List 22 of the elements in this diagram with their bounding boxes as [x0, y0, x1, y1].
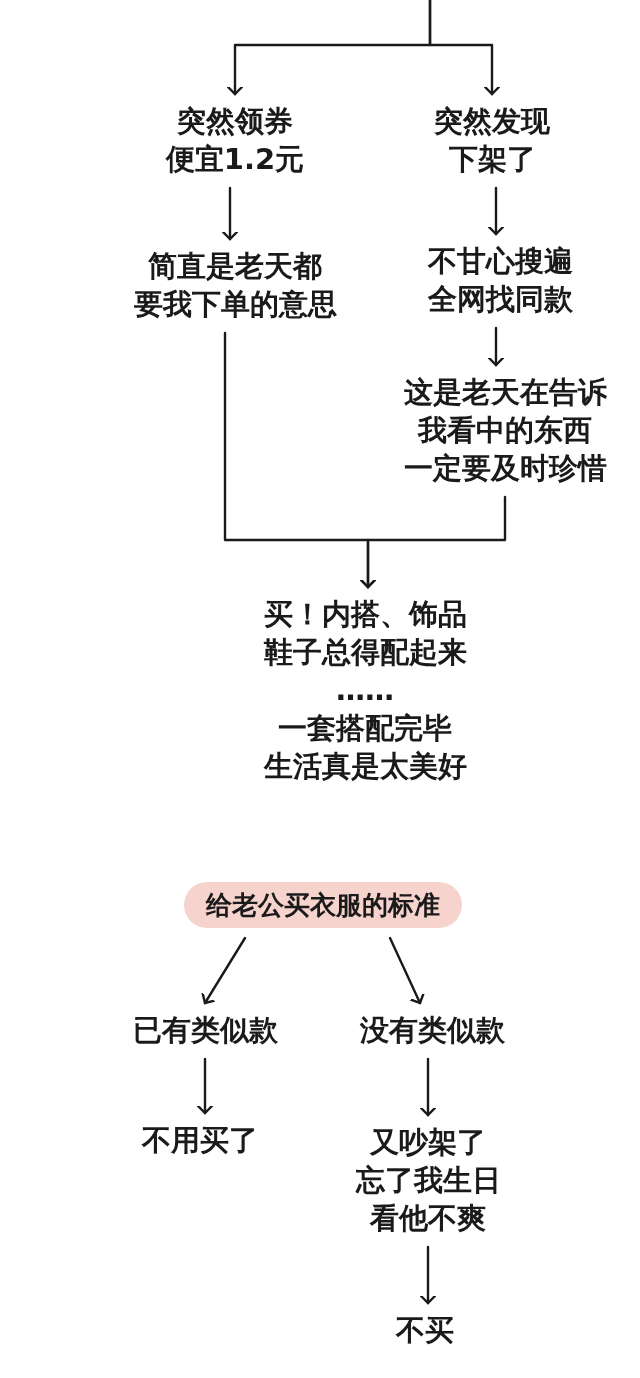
- flow-step-text: 不买: [396, 1311, 454, 1349]
- flow-step-text: 没有类似款: [359, 1011, 505, 1049]
- arrow: [419, 1057, 437, 1117]
- flow-step-text: 这是老天在告诉我看中的东西一定要及时珍惜: [403, 373, 607, 487]
- flow-step-text: 突然发现下架了: [434, 102, 550, 178]
- arrow: [487, 326, 505, 367]
- arrow: [221, 186, 239, 241]
- flow-step-text: 不用买了: [142, 1121, 258, 1159]
- arrow: [487, 186, 505, 236]
- heading-pill: 给老公买衣服的标准: [184, 882, 462, 928]
- flow-step-text: 又吵架了忘了我生日看他不爽: [355, 1123, 501, 1237]
- arrow: [419, 1245, 437, 1305]
- arrow: [428, 0, 501, 96]
- flow-step-text: 已有类似款: [132, 1011, 278, 1049]
- arrow: [388, 936, 425, 1005]
- flow-step-text: 突然领券便宜1.2元: [165, 102, 305, 178]
- arrow: [201, 936, 247, 1005]
- flow-step-text: 不甘心搜遍全网找同款: [427, 242, 573, 318]
- arrow: [196, 1057, 214, 1115]
- arrow: [359, 495, 507, 589]
- flow-step-text: 简直是老天都要我下单的意思: [133, 247, 337, 323]
- flow-step-text: 买！内搭、饰品鞋子总得配起来……一套搭配完毕生活真是太美好: [263, 595, 467, 785]
